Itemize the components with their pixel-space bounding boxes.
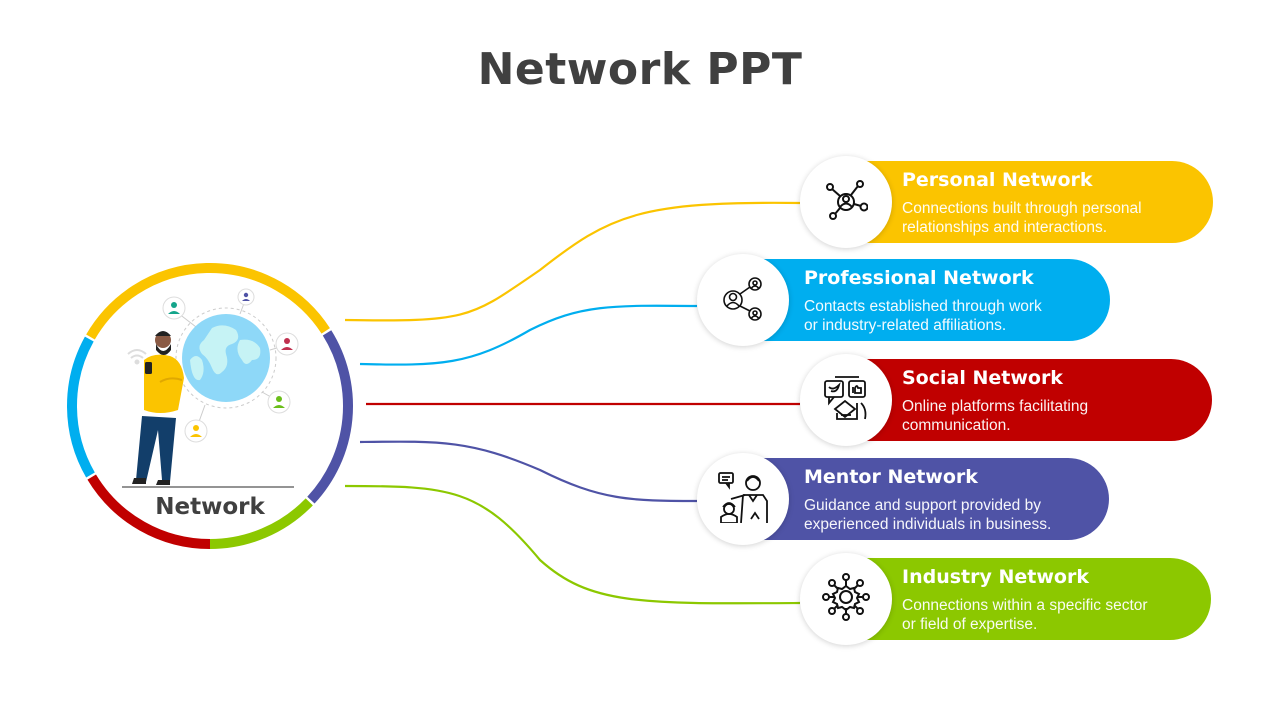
- card-description-line: communication.: [902, 417, 1011, 434]
- card-title: Mentor Network: [804, 466, 978, 488]
- icon-badge: [697, 254, 789, 346]
- card-description-line: Guidance and support provided by: [804, 497, 1041, 514]
- icon-badge: [800, 354, 892, 446]
- card-title: Social Network: [902, 367, 1063, 389]
- card-description-line: Contacts established through work: [804, 298, 1042, 315]
- card-description-line: relationships and interactions.: [902, 219, 1108, 236]
- ring-segment-yellow: [86, 263, 330, 340]
- card-description-line: or industry-related affiliations.: [804, 317, 1007, 334]
- icon-badge: [800, 156, 892, 248]
- user-node-icon: [275, 332, 299, 356]
- card-title: Professional Network: [804, 267, 1034, 289]
- social-media-phone-icon: [821, 373, 871, 428]
- card-title: Industry Network: [902, 566, 1089, 588]
- ring-segment-red: [87, 474, 211, 549]
- card-description-line: or field of expertise.: [902, 616, 1038, 633]
- connector-personal: [344, 201, 801, 322]
- connector-professional: [359, 304, 698, 366]
- card-description: Connections within a specific sector or f…: [902, 596, 1148, 634]
- card-description: Connections built through personal relati…: [902, 199, 1142, 237]
- hub-network-icon: [821, 572, 871, 627]
- card-description-line: Connections built through personal: [902, 200, 1142, 217]
- person-network-icon: [824, 178, 869, 227]
- icon-badge: [697, 453, 789, 545]
- user-node-icon: [162, 296, 186, 320]
- ring-segment-green: [209, 498, 313, 549]
- user-node-icon: [267, 390, 291, 414]
- slide-title: Network PPT: [477, 44, 803, 95]
- person-figure: [132, 331, 184, 485]
- card-description-line: experienced individuals in business.: [804, 516, 1052, 533]
- user-node-icon: [237, 288, 255, 306]
- user-node-icon: [184, 419, 208, 443]
- card-description: Guidance and support provided by experien…: [804, 496, 1051, 534]
- card-title: Personal Network: [902, 169, 1093, 191]
- connector-industry: [344, 484, 801, 605]
- center-label: Network: [155, 494, 265, 520]
- wifi-icon: [127, 349, 147, 365]
- ring-segment-indigo: [307, 330, 353, 504]
- share-people-icon: [719, 274, 767, 327]
- card-description: Contacts established through work or indu…: [804, 297, 1042, 335]
- network-illustration: [122, 288, 299, 488]
- card-description-line: Connections within a specific sector: [902, 597, 1148, 614]
- ring-segment-blue: [67, 336, 95, 478]
- card-description: Online platforms facilitating communicati…: [902, 397, 1088, 435]
- icon-badge: [800, 553, 892, 645]
- mentor-teaching-icon: [717, 471, 769, 528]
- connector-mentor: [359, 440, 698, 503]
- card-description-line: Online platforms facilitating: [902, 398, 1089, 415]
